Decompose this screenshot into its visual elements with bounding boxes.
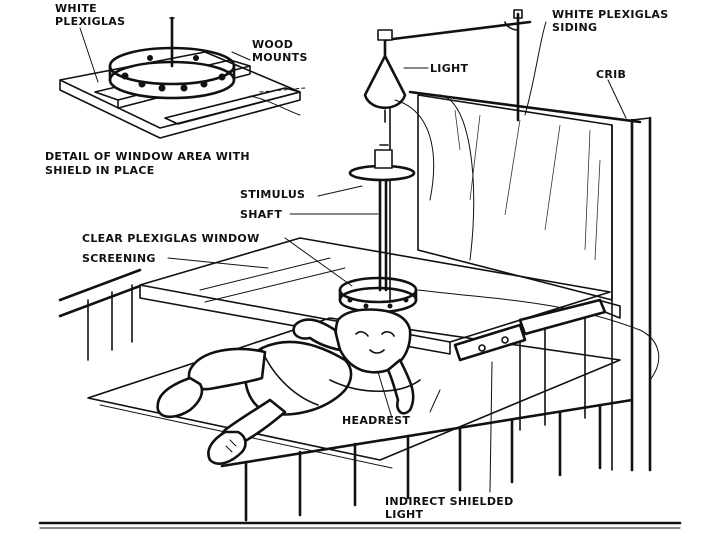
infant-figure — [156, 308, 421, 465]
stimulus-assembly — [348, 144, 416, 292]
label-white-plexiglas-siding: WHITE PLEXIGLAS SIDING — [552, 8, 673, 34]
headrest — [329, 379, 421, 393]
indirect-shielded-light — [453, 298, 621, 362]
label-clear-plexiglas-window: CLEAR PLEXIGLAS WINDOW — [82, 232, 260, 245]
crib-frame — [58, 90, 652, 522]
label-light: LIGHT — [430, 62, 469, 75]
label-crib: CRIB — [596, 68, 626, 81]
detail-inset — [59, 16, 306, 139]
label-wood-mounts: WOOD MOUNTS — [252, 38, 308, 64]
white-plexiglas-siding — [417, 94, 613, 301]
cables — [394, 94, 660, 381]
label-indirect-shielded-light: INDIRECT SHIELDED LIGHT — [385, 495, 518, 521]
label-headrest: HEADREST — [342, 414, 410, 427]
clear-plexiglas-window — [338, 276, 418, 314]
label-detail-caption: DETAIL OF WINDOW AREA WITH SHIELD IN PLA… — [45, 150, 254, 177]
label-stimulus: STIMULUS — [240, 188, 305, 201]
lamp — [363, 29, 407, 123]
label-shaft: SHAFT — [240, 208, 282, 221]
leader-lines — [167, 21, 627, 493]
label-screening: SCREENING — [82, 252, 156, 265]
label-white-plexiglas-top: WHITE PLEXIGLAS — [55, 2, 125, 28]
